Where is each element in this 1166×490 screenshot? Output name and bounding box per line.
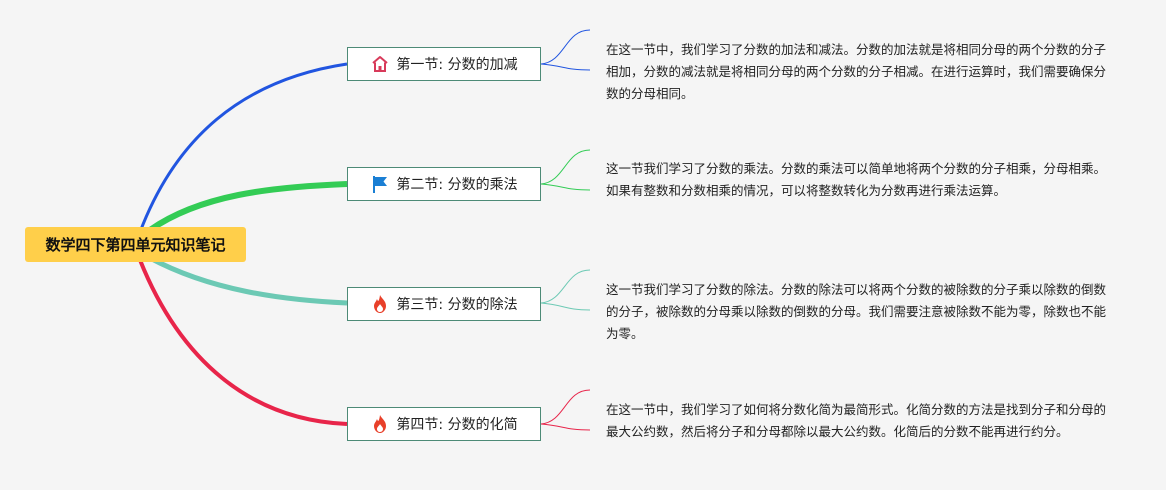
note-3: 这一节我们学习了分数的除法。分数的除法可以将两个分数的被除数的分子乘以除数的倒数…: [606, 282, 1107, 341]
branch-topic-3-label: 第三节: 分数的除法: [396, 297, 518, 313]
connector-branch-3: [148, 255, 348, 306]
connector-branch-1: [138, 62, 348, 233]
note-connector-4b: [540, 423, 591, 431]
fire-icon: [370, 414, 390, 434]
connector-branch-2: [148, 181, 348, 233]
note-connector-2b: [540, 183, 591, 191]
branch-topic-4[interactable]: 第四节: 分数的化简: [347, 407, 541, 441]
note-connector-3b: [540, 302, 591, 311]
note-1: 在这一节中，我们学习了分数的加法和减法。分数的加法就是将相同分母的两个分数的分子…: [606, 42, 1107, 101]
root-topic-label: 数学四下第四单元知识笔记: [45, 236, 226, 254]
root-topic[interactable]: 数学四下第四单元知识笔记: [25, 227, 246, 262]
note-connector-4a: [540, 389, 591, 425]
branch-topic-3[interactable]: 第三节: 分数的除法: [347, 287, 541, 321]
note-connector-3a: [540, 269, 591, 304]
connector-branch-4: [138, 259, 348, 426]
note-connector-1a: [540, 29, 591, 65]
branch-topic-1-label: 第一节: 分数的加减: [396, 57, 518, 73]
note-2: 这一节我们学习了分数的乘法。分数的乘法可以简单地将两个分数的分子相乘，分母相乘。…: [606, 161, 1107, 198]
note-4: 在这一节中，我们学习了如何将分数化简为最简形式。化简分数的方法是找到分子和分母的…: [606, 402, 1107, 439]
note-connector-1b: [540, 63, 591, 71]
branch-topic-2[interactable]: 第二节: 分数的乘法: [347, 167, 541, 201]
branch-topic-2-label: 第二节: 分数的乘法: [396, 177, 518, 193]
home-icon: [370, 54, 390, 74]
branch-topic-1[interactable]: 第一节: 分数的加减: [347, 47, 541, 81]
note-connector-2a: [540, 149, 591, 185]
fire-icon: [370, 294, 390, 314]
flag-icon: [370, 174, 390, 194]
branch-topic-4-label: 第四节: 分数的化简: [396, 417, 518, 433]
